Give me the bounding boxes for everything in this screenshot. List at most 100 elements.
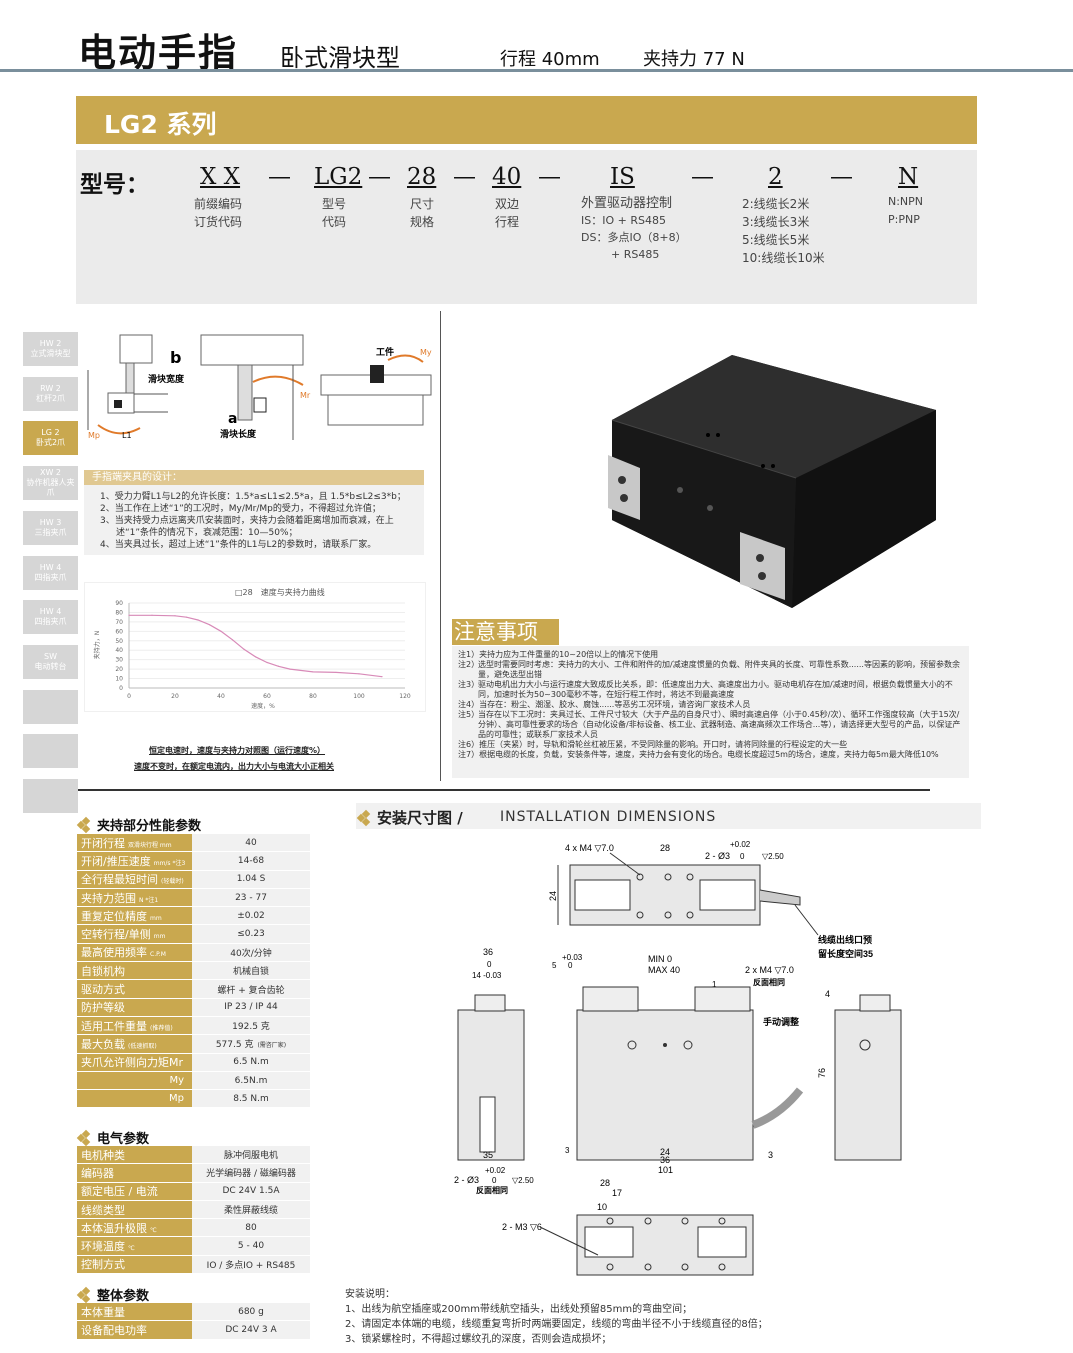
x-axis-label: 速度，% (251, 702, 275, 710)
y-tick-label: 80 (115, 609, 123, 616)
data-point (289, 668, 291, 670)
x-tick-label: 60 (263, 693, 271, 700)
desc-type: 型号代码 (322, 197, 347, 229)
design-item: 述“1”条件的情况下，衰减范围：10—50%； (116, 528, 298, 538)
x-tick-label: 80 (309, 693, 317, 700)
spec-key: 设备配电功率 (77, 1320, 192, 1340)
dim-24: 24 (548, 891, 558, 901)
dim-m4: 4 x M4 ▽7.0 (565, 843, 614, 853)
install-note: 2、请固定本体端的电缆，线缆重复弯折时两端要固定，线缆的弯曲半径不小于线缆直径的… (345, 1319, 768, 1330)
desc-travel: 双边行程 (495, 197, 520, 229)
spec-value: DC 24V 3 A (192, 1320, 310, 1340)
spec-key: 全行程最短时间(轻载时) (77, 870, 192, 889)
spec-key: 本体温升极限℃ (77, 1218, 192, 1238)
data-point (312, 671, 314, 673)
x-tick-label: 0 (127, 693, 131, 700)
opposite-same-b: 反面相同 (476, 1185, 508, 1195)
label-slider-length: 滑块长度 (220, 428, 257, 440)
installation-drawing: 24 4 x M4 ▽7.0 28 +0.02 2 - Ø3 0 ▽2.50 线… (454, 840, 902, 1276)
code-prefix: X X (200, 164, 241, 190)
notice-item: 注4）当存在：粉尘、潮湿、胶水、腐蚀......等恶劣工况环境，请咨询厂家技术人… (458, 700, 751, 709)
data-point (208, 624, 211, 626)
y-tick-label: 40 (115, 647, 123, 654)
data-point (335, 671, 337, 674)
side-tab[interactable] (23, 734, 78, 769)
force-curve (129, 614, 383, 678)
dim-tolb0: 0 (492, 1176, 497, 1185)
spec-key: 驱动方式 (77, 979, 192, 999)
x-tick-label: 20 (171, 693, 179, 700)
spec-value: 40次/分钟 (192, 943, 310, 963)
spec-value: IO / 多点IO + RS485 (192, 1255, 310, 1275)
design-item: 3、当夹持受力点远离夹爪安装面时，夹持力会随着距离增加而衰减，在上 (100, 516, 394, 526)
data-point (231, 639, 234, 641)
code-cable: 2 (768, 164, 783, 190)
code-type: LG2 (314, 164, 363, 190)
y-tick-label: 10 (115, 676, 123, 683)
spec-value: 192.5 克 (192, 1016, 310, 1036)
data-point (277, 665, 280, 667)
side-tab[interactable] (23, 689, 78, 724)
y-tick-label: 30 (115, 657, 123, 664)
spec-row: 全行程最短时间(轻载时)1.04 S (77, 870, 310, 889)
install-title-bar (356, 803, 981, 829)
spec-value: DC 24V 1.5A (192, 1182, 310, 1201)
spec-value: 5 - 40 (192, 1236, 310, 1256)
spec-key: 电机种类 (77, 1146, 192, 1165)
chart-title: □28 速度与夹持力曲线 (235, 587, 325, 597)
data-point (220, 630, 222, 632)
data-point (254, 656, 257, 658)
dim-17: 17 (612, 1188, 622, 1198)
series-label: LG2 系列 (104, 110, 217, 139)
spec-row: 编码器光学编码器 / 磁编码器 (77, 1163, 310, 1183)
notice-item: 注1）夹持力应为工件重量的10~20倍以上的情况下使用 (458, 650, 659, 659)
label-slider-width: 滑块宽度 (148, 373, 185, 385)
elec-heading: 电气参数 (76, 1128, 149, 1147)
spec-key: 环境温度℃ (77, 1236, 192, 1256)
data-point (185, 616, 188, 618)
force-arm-diagrams: b 滑块宽度 Mp L1 a 滑块长度 Mr 工件 My (87, 334, 432, 440)
side-tab[interactable] (23, 779, 78, 813)
dim-0: 0 (487, 960, 492, 969)
spec-value: 1.04 S (192, 870, 310, 889)
dim-1: 1 (712, 980, 717, 989)
data-point (358, 673, 360, 675)
spec-key: 自锁机构 (77, 961, 192, 981)
dim-tolb: +0.02 (485, 1166, 506, 1175)
notice-item: 注7）根据电缆的长度，负载，安装条件等，速度，夹持力会有变化的场合。电缆长度超过… (458, 750, 939, 759)
y-axis-label: 夹持力，N (93, 631, 101, 660)
cable-note: 线缆出线口预 (818, 934, 872, 945)
y-tick-label: 90 (115, 600, 123, 607)
dim-28: 28 (660, 843, 670, 853)
spec-row: 电机种类脉冲伺服电机 (77, 1146, 310, 1165)
y-tick-label: 0 (119, 685, 123, 692)
dim-depth: ▽2.50 (762, 852, 784, 861)
dim-4: 4 (825, 989, 830, 999)
install-notes: 安装说明： 1、出线为航空插座或200mm带线航空插头，出线处预留85mm的弯曲… (345, 1287, 768, 1347)
diamond-icon (76, 816, 92, 834)
spec-key: 额定电压 / 电流 (77, 1182, 192, 1201)
spec-value: 577.5 克(需咨厂家) (192, 1034, 310, 1054)
data-point (128, 614, 130, 616)
desc-size: 尺寸规格 (410, 197, 435, 229)
manual-adjust: 手动调整 (763, 1016, 799, 1027)
spec-value: 机械自锁 (192, 961, 310, 981)
